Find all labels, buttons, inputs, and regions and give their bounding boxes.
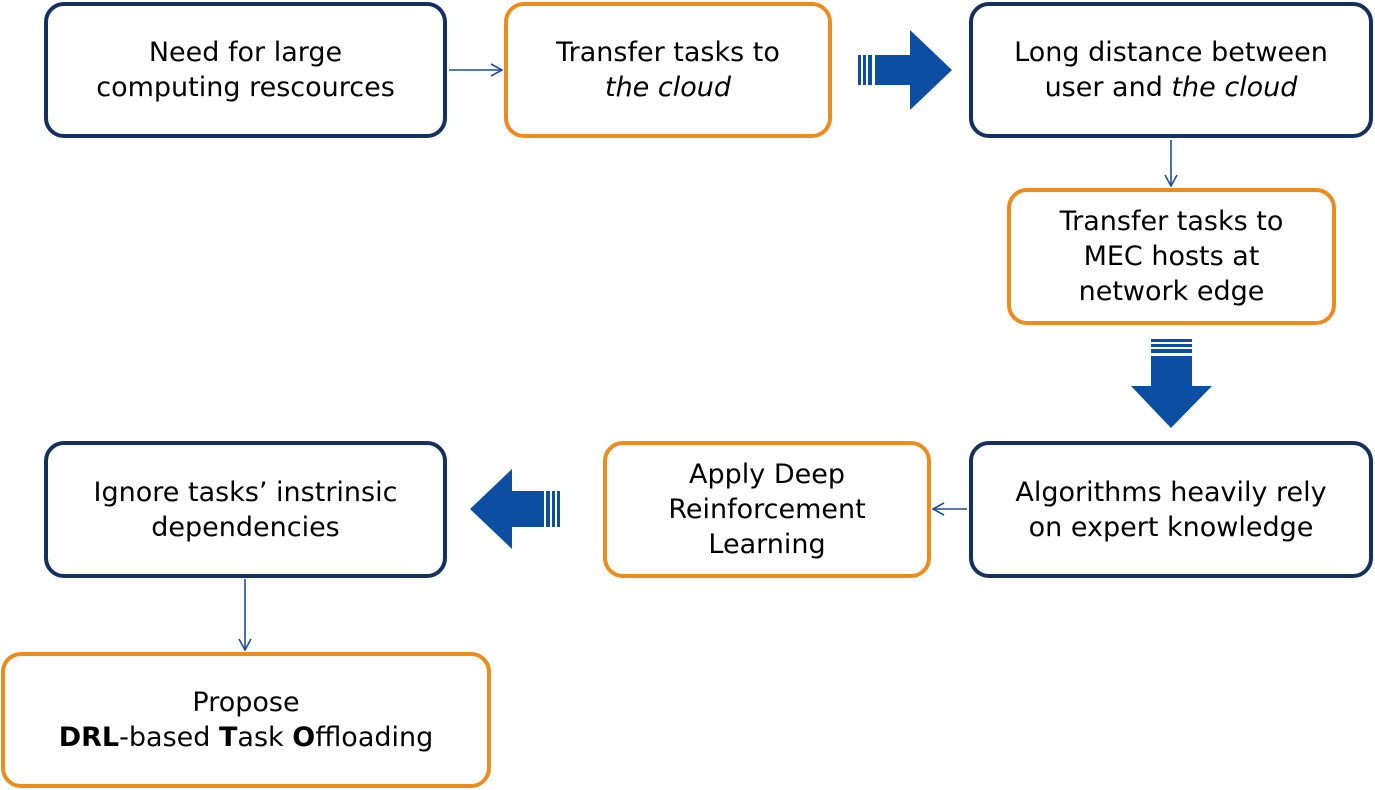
node-text-line: Ignore tasks’ instrinsic [93, 476, 398, 508]
node-text-line: computing rescources [96, 72, 395, 103]
node-text-line: Transfer tasks to [1059, 206, 1284, 237]
node-text-line: on expert knowledge [1028, 511, 1314, 543]
node-text-line: Transfer tasks to [556, 37, 780, 68]
node-ignore-dependencies: Ignore tasks’ instrinsic dependencies [44, 441, 447, 578]
node-text-line: user and the cloud [1045, 70, 1298, 105]
node-text-part: ask [237, 722, 293, 753]
node-apply-drl: Apply Deep Reinforcement Learning [603, 441, 931, 578]
node-propose-drlto: Propose DRL-based Task Offloading [1, 652, 491, 788]
node-text-line: Learning [708, 529, 826, 560]
node-text-line: dependencies [151, 511, 340, 543]
node-text-line: DRL-based Task Offloading [59, 720, 434, 755]
node-text-part: ffloading [315, 722, 434, 753]
node-transfer-to-mec: Transfer tasks to MEC hosts at network e… [1007, 188, 1336, 325]
node-text-line: Apply Deep [689, 459, 845, 490]
node-text-line: MEC hosts at [1083, 241, 1260, 272]
block-arrow-left [470, 469, 560, 549]
node-long-distance: Long distance between user and the cloud [969, 2, 1373, 138]
block-arrow-down [1131, 339, 1212, 428]
acronym-letter-o: O [292, 722, 316, 753]
node-text-part: user and [1044, 72, 1172, 103]
block-arrow-right [858, 30, 952, 110]
node-text-line: Propose [192, 687, 300, 718]
node-text-part: -based [119, 722, 219, 753]
node-text-italic: the cloud [1171, 72, 1298, 103]
node-text-line: Need for large [148, 37, 343, 68]
node-text-line: Reinforcement [668, 494, 866, 525]
node-text-line: Algorithms heavily rely [1015, 476, 1327, 508]
node-text-line: the cloud [604, 72, 731, 103]
node-expert-knowledge: Algorithms heavily rely on expert knowle… [969, 441, 1373, 578]
node-text-line: network edge [1078, 276, 1265, 307]
acronym-letter-d: DRL [58, 722, 120, 753]
node-need-for-computing: Need for large computing rescources [44, 2, 447, 138]
node-transfer-to-cloud: Transfer tasks to the cloud [504, 2, 832, 138]
node-text-line: Long distance between [1014, 37, 1328, 68]
acronym-letter-t: T [218, 722, 238, 753]
